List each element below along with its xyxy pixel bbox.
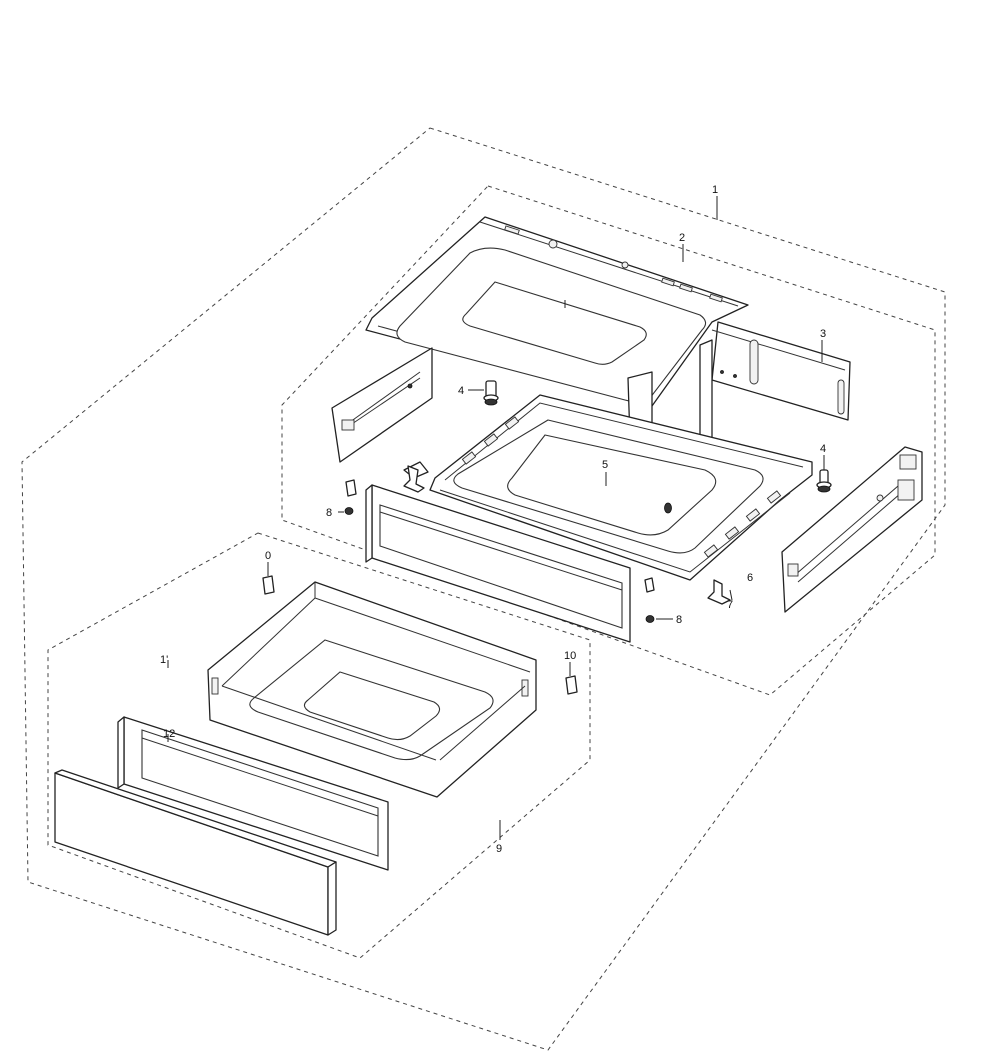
callout-2: 2 <box>679 232 685 244</box>
callout-9: 9 <box>496 843 502 855</box>
hinge-right <box>707 579 731 605</box>
bracket-drawer-left <box>262 575 275 595</box>
assembly-2-boundary <box>281 185 936 696</box>
hinge-left <box>403 465 425 493</box>
part-clips <box>262 465 731 695</box>
callout-11: 1' <box>160 654 168 666</box>
clip-front-right <box>644 577 655 593</box>
part-base-tray <box>403 394 813 581</box>
callout-7: 7 <box>727 599 733 611</box>
callout-6: 6 <box>747 572 753 584</box>
callout-3: 3 <box>820 328 826 340</box>
nut-lower <box>645 615 655 623</box>
part-top-cover <box>365 216 749 407</box>
part-drawer-front-frame <box>117 716 389 871</box>
callout-labels: 1 2 3 4 4 5 6 7 8 8 9 0 10 1' 12 <box>160 184 826 855</box>
callout-8-lower: 8 <box>676 614 682 626</box>
part-front-frame <box>365 484 631 643</box>
callout-12: 12 <box>163 728 175 740</box>
assembly-1-boundary <box>21 127 946 1051</box>
callout-5: 5 <box>602 459 608 471</box>
leader-lines <box>167 196 825 840</box>
part-left-side-rail <box>331 347 433 463</box>
part-bolt-left <box>483 380 499 406</box>
part-drawer-body <box>207 581 537 798</box>
callout-1: 1 <box>712 184 718 196</box>
assembly-boundaries <box>21 127 946 1051</box>
drawer-assembly-boundary <box>47 532 591 959</box>
clip-upper-left <box>345 479 357 497</box>
callout-4-left: 4 <box>458 385 464 397</box>
callout-10-upper: 0 <box>265 550 271 562</box>
part-right-side-rail <box>781 446 923 613</box>
callout-4-right: 4 <box>820 443 826 455</box>
callout-8-upper: 8 <box>326 507 332 519</box>
bracket-drawer-right <box>565 675 578 695</box>
nut-upper <box>344 507 354 515</box>
callout-10-lower: 10 <box>564 650 576 662</box>
part-drawer-front-panel <box>54 769 337 936</box>
part-bolt-right <box>816 469 832 493</box>
